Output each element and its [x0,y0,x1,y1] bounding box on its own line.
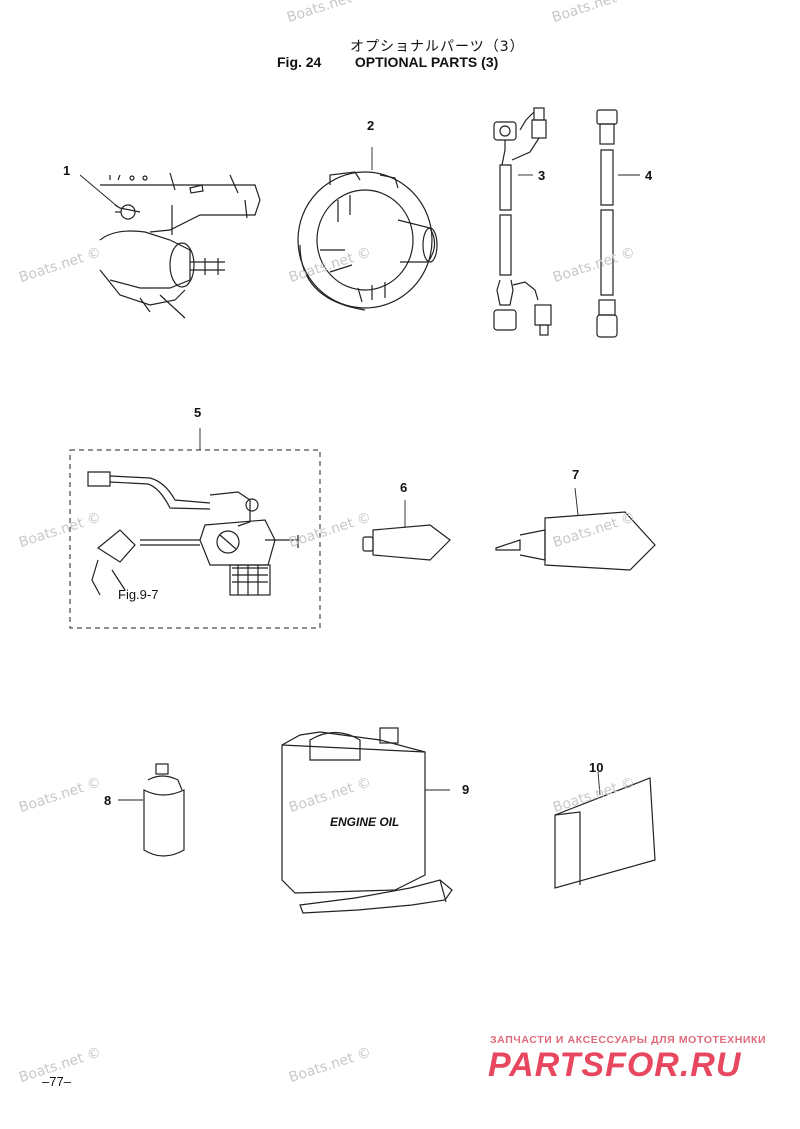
title-line: Fig. 24 OPTIONAL PARTS (3) [277,54,498,70]
part-7-sealant-tube-drawing [495,487,656,571]
part-10-package-drawing [554,771,656,889]
callout-9: 9 [462,782,470,797]
callout-7: 7 [572,467,580,482]
callout-8: 8 [104,793,112,808]
part-4-extension-cable-drawing [596,109,640,338]
callout-4: 4 [645,168,653,183]
page-number: –77– [42,1074,71,1089]
title-japanese: オプショナルパーツ（3） [350,39,525,55]
part-6-grease-tube-drawing [362,500,451,561]
part-3-wiring-harness-drawing [493,107,552,336]
callout-5: 5 [194,405,202,420]
part-1-lower-unit-drawing [79,172,261,319]
figure-number: Fig. 24 [277,54,322,70]
page-title: OPTIONAL PARTS (3) [354,54,499,70]
callout-6: 6 [400,480,408,495]
part-2-sensor-ring-drawing [297,147,438,311]
callout-1: 1 [63,163,71,178]
brand-subtitle: ЗАПЧАСТИ И АКСЕССУАРЫ ДЛЯ МОТОТЕХНИКИ [490,1034,767,1046]
oil-can-label: ENGINE OIL [330,815,400,829]
part-5-fuel-pump-drawing [69,428,321,629]
brand-logo[interactable]: PARTSFOR.RU [488,1046,742,1084]
callout-2: 2 [367,118,375,133]
part-8-spray-can-drawing [118,763,185,857]
callout-10: 10 [589,760,604,775]
callout-3: 3 [538,168,546,183]
figure-reference: Fig.9-7 [118,587,159,602]
part-9-oil-can-drawing [281,727,453,914]
